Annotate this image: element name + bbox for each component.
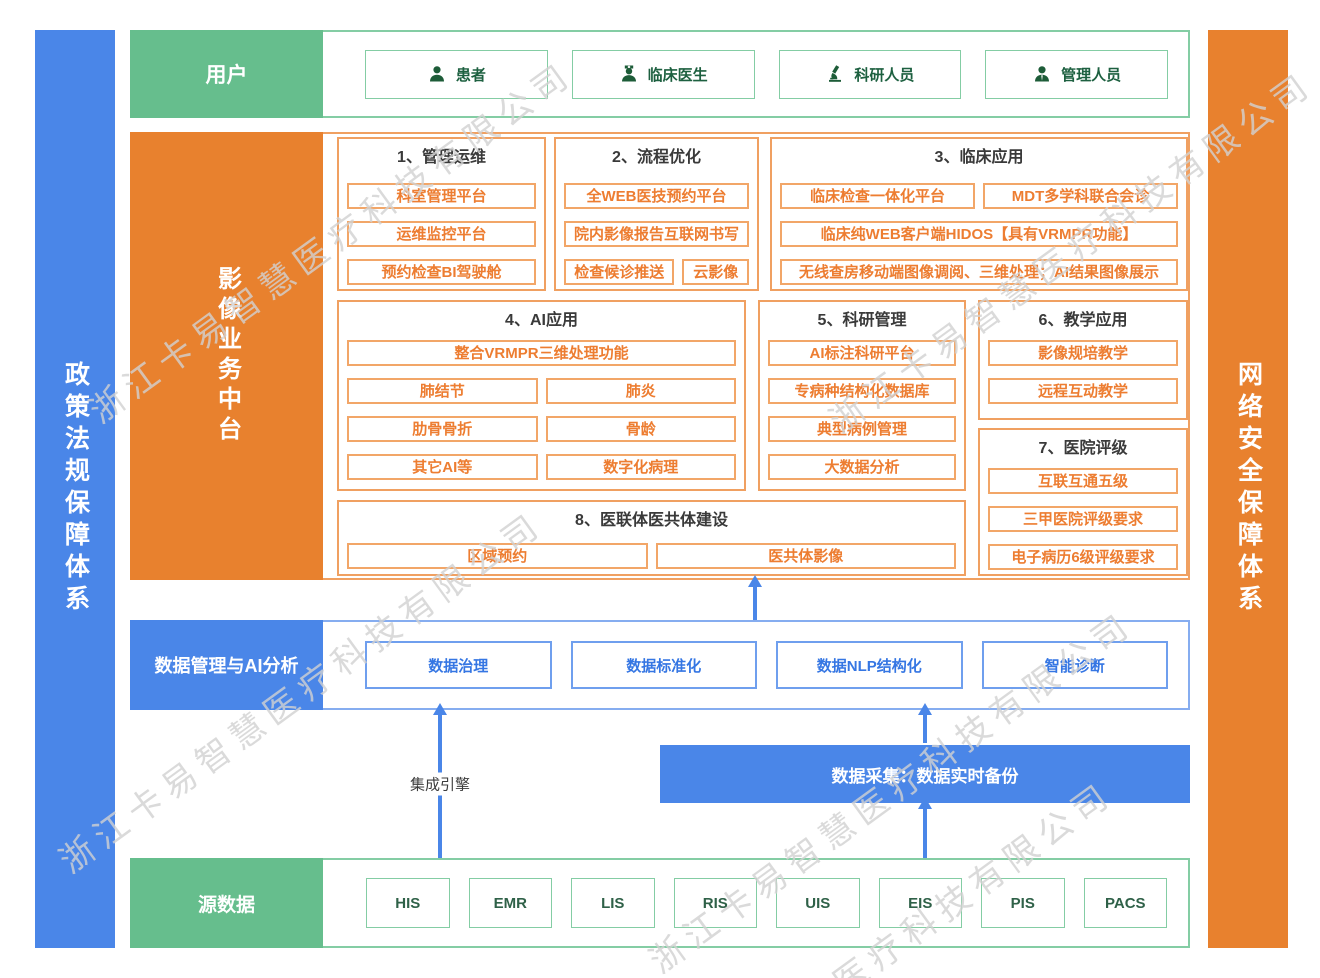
- group-row: 区域预约 医共体影像: [347, 543, 956, 569]
- diagram-node: 典型病例管理: [768, 416, 956, 442]
- policy-bar: 政策法规保障体系: [35, 30, 115, 948]
- group-research-management: 5、科研管理 AI标注科研平台 专病种结构化数据库 典型病例管理 大数据分析: [758, 300, 966, 491]
- arrow-source-to-collection: [918, 797, 932, 858]
- source-system-ris: RIS: [673, 878, 757, 928]
- group-hospital-rating: 7、医院评级 互联互通五级 三甲医院评级要求 电子病历6级评级要求: [978, 428, 1188, 576]
- diagram-node: 肺炎: [545, 378, 736, 404]
- group-row: 检查候诊推送 云影像: [564, 247, 749, 285]
- diagram-node: 数据标准化: [570, 641, 757, 689]
- users-section-label: 用户: [130, 30, 323, 118]
- data-collection-bar: 数据采集：数据实时备份: [660, 745, 1190, 803]
- diagram-node: 院内影像报告互联网书写: [564, 221, 749, 247]
- diagram-node: 专病种结构化数据库: [768, 378, 956, 404]
- source-system-lis: LIS: [571, 878, 655, 928]
- network-security-bar-label: 网络安全保障体系: [1234, 361, 1263, 617]
- user-box-doctor: 临床医生: [571, 49, 755, 99]
- diagram-node: 智能诊断: [981, 641, 1168, 689]
- diagram-node: 其它AI等: [347, 454, 538, 480]
- diagram-node: MDT多学科联合会诊: [983, 183, 1178, 209]
- diagram-node: 运维监控平台: [347, 221, 536, 247]
- source-system-his: HIS: [366, 878, 450, 928]
- network-security-bar: 网络安全保障体系: [1208, 30, 1288, 948]
- group-title: 5、科研管理: [817, 312, 907, 329]
- diagram-node: 影像规培教学: [988, 340, 1178, 366]
- diagram-node: 肺结节: [347, 378, 538, 404]
- diagram-node: 云影像: [682, 259, 749, 285]
- group-row: 肺结节 肺炎: [347, 366, 736, 404]
- diagram-node: 数据治理: [365, 641, 552, 689]
- user-box-admin: 管理人员: [985, 49, 1168, 99]
- diagram-node: 无线查房移动端图像调阅、三维处理；AI结果图像展示: [780, 259, 1178, 285]
- diagram-node: 临床检查一体化平台: [780, 183, 975, 209]
- diagram-node: 数字化病理: [545, 454, 736, 480]
- data-management-label: 数据管理与AI分析: [130, 620, 323, 710]
- diagram-node: 整合VRMPR三维处理功能: [347, 340, 736, 366]
- data-management-row: 数据治理 数据标准化 数据NLP结构化 智能诊断: [345, 622, 1188, 708]
- users-row: 患者 临床医生 科研人员 管理人员: [345, 32, 1188, 116]
- group-title: 6、教学应用: [1038, 312, 1128, 329]
- group-clinical-application: 3、临床应用 临床检查一体化平台 MDT多学科联合会诊 临床纯WEB客户端HID…: [770, 137, 1188, 291]
- microscope-icon: [829, 65, 842, 82]
- patient-icon: [429, 66, 444, 82]
- diagram-node: 大数据分析: [768, 454, 956, 480]
- diagram-node: 骨龄: [545, 416, 736, 442]
- user-label: 患者: [455, 66, 486, 84]
- diagram-node: 科室管理平台: [347, 183, 536, 209]
- group-row: 其它AI等 数字化病理: [347, 442, 736, 480]
- diagram-node: 互联互通五级: [988, 468, 1178, 494]
- diagram-node: 临床纯WEB客户端HIDOS【具有VRMPR功能】: [780, 221, 1178, 247]
- diagram-node: 医共体影像: [655, 543, 956, 569]
- diagram-node: 三甲医院评级要求: [988, 506, 1178, 532]
- user-label: 临床医生: [647, 66, 708, 84]
- admin-icon: [1035, 66, 1050, 82]
- data-management-section: 数据管理与AI分析 数据治理 数据标准化 数据NLP结构化 智能诊断: [130, 620, 1190, 710]
- group-title: 4、AI应用: [505, 312, 578, 329]
- imaging-platform-label: 影像业务中台: [130, 132, 323, 580]
- source-system-eis: EIS: [878, 878, 962, 928]
- user-label: 管理人员: [1061, 66, 1122, 84]
- group-title: 7、医院评级: [1038, 440, 1128, 457]
- diagram-node: AI标注科研平台: [768, 340, 956, 366]
- group-row: 肋骨骨折 骨龄: [347, 404, 736, 442]
- user-label: 科研人员: [854, 66, 915, 84]
- group-process-optimization: 2、流程优化 全WEB医技预约平台 院内影像报告互联网书写 检查候诊推送 云影像: [554, 137, 759, 291]
- diagram-node: 区域预约: [347, 543, 648, 569]
- source-data-row: HIS EMR LIS RIS UIS EIS PIS PACS: [345, 860, 1188, 946]
- source-system-uis: UIS: [776, 878, 860, 928]
- group-title: 1、管理运维: [397, 149, 486, 166]
- diagram-node: 肋骨骨折: [347, 416, 538, 442]
- arrow-collection-to-datamgmt: [918, 703, 932, 743]
- users-section: 用户 患者 临床医生 科研人员 管理人员: [130, 30, 1190, 118]
- group-medical-alliance: 8、医联体医共体建设 区域预约 医共体影像: [337, 500, 966, 576]
- diagram-node: 全WEB医技预约平台: [564, 183, 749, 209]
- group-title: 8、医联体医共体建设: [575, 512, 728, 529]
- user-box-researcher: 科研人员: [778, 49, 962, 99]
- source-system-emr: EMR: [468, 878, 552, 928]
- arrow-datamgmt-to-imaging: [748, 575, 762, 620]
- group-row: 临床检查一体化平台 MDT多学科联合会诊: [780, 171, 1178, 209]
- integration-engine-label: 集成引擎: [404, 772, 476, 796]
- source-system-pacs: PACS: [1083, 878, 1167, 928]
- policy-bar-label: 政策法规保障体系: [61, 361, 90, 617]
- group-title: 3、临床应用: [934, 149, 1024, 166]
- group-teaching-application: 6、教学应用 影像规培教学 远程互动教学: [978, 300, 1188, 420]
- diagram-node: 远程互动教学: [988, 378, 1178, 404]
- group-management-ops: 1、管理运维 科室管理平台 运维监控平台 预约检查BI驾驶舱: [337, 137, 546, 291]
- source-system-pis: PIS: [981, 878, 1065, 928]
- group-title: 2、流程优化: [612, 149, 701, 166]
- diagram-node: 数据NLP结构化: [776, 641, 963, 689]
- diagram-node: 预约检查BI驾驶舱: [347, 259, 536, 285]
- diagram-node: 电子病历6级评级要求: [988, 544, 1178, 570]
- source-data-label: 源数据: [130, 858, 323, 948]
- doctor-icon: [621, 65, 636, 82]
- diagram-node: 检查候诊推送: [564, 259, 675, 285]
- group-ai-application: 4、AI应用 整合VRMPR三维处理功能 肺结节 肺炎 肋骨骨折 骨龄 其它AI…: [337, 300, 746, 491]
- source-data-section: 源数据 HIS EMR LIS RIS UIS EIS PIS PACS: [130, 858, 1190, 948]
- user-box-patient: 患者: [365, 49, 548, 99]
